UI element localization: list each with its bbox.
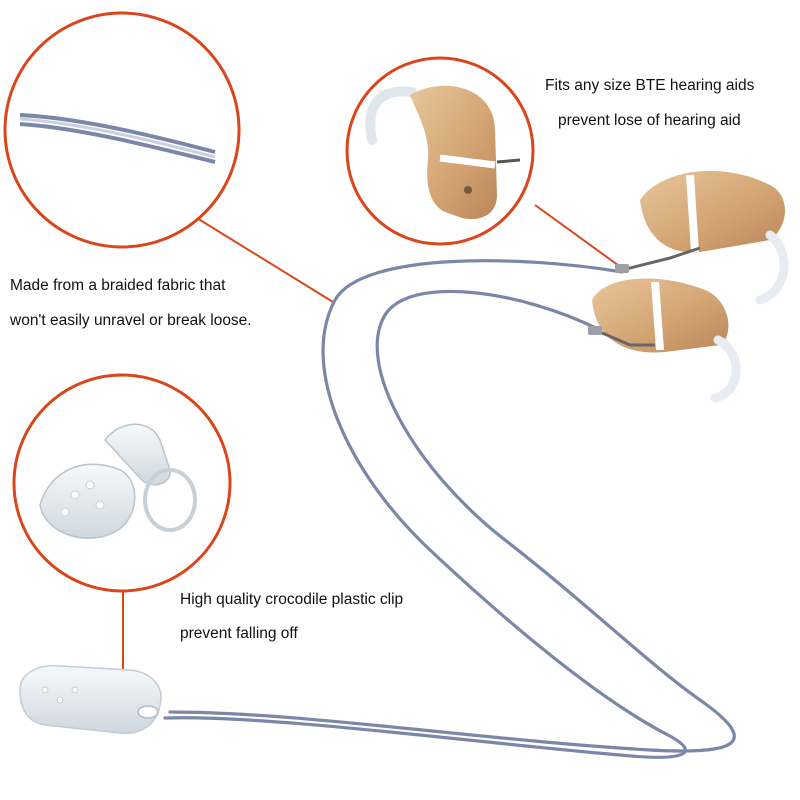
cord-detail-icon	[19, 113, 216, 164]
clip-detail-callout	[12, 373, 232, 593]
crocodile-clip-icon	[39, 423, 197, 539]
lanyard-cord	[163, 259, 736, 759]
clip-caption-line-1: High quality crocodile plastic clip	[180, 591, 404, 608]
fabric-caption-line-1: Made from a braided fabric that	[10, 277, 226, 294]
hearing-aid-icon	[365, 85, 521, 220]
hearing-aid-bottom	[588, 278, 741, 403]
leader-lines	[122, 204, 623, 676]
crocodile-clip-bottom	[19, 664, 162, 734]
cord-detail-callout	[3, 11, 241, 249]
fabric-caption-line-2: won't easily unravel or break loose.	[10, 312, 252, 329]
clip-caption-line-2: prevent falling off	[180, 625, 298, 642]
hearing-aid-callout	[345, 56, 535, 246]
fit-caption-line-2: prevent lose of hearing aid	[558, 112, 741, 129]
fit-caption-line-1: Fits any size BTE hearing aids	[545, 77, 755, 94]
hearing-aid-top	[615, 170, 789, 305]
